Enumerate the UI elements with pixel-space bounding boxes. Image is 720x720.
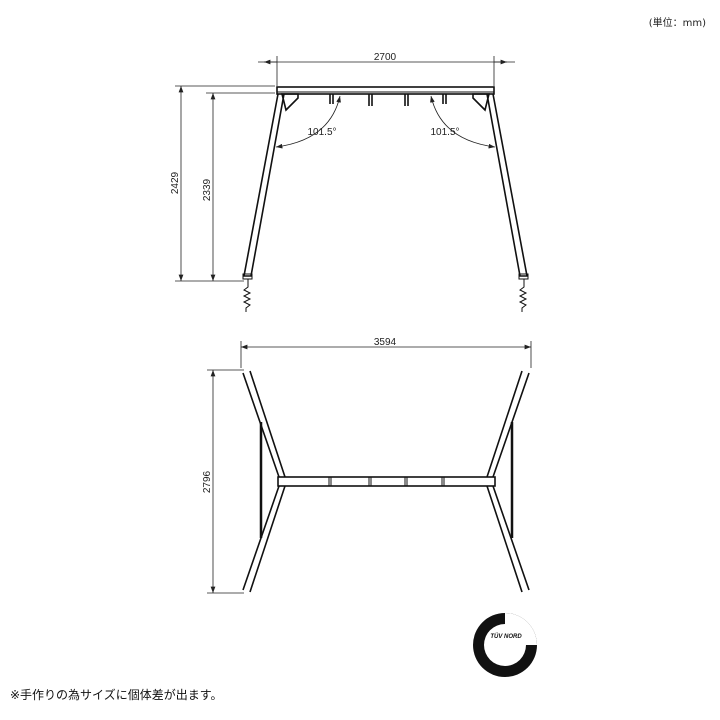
tuv-nord-logo: TÜV NORD bbox=[473, 613, 537, 677]
left-bracket bbox=[280, 93, 299, 112]
center-beam bbox=[277, 476, 496, 487]
leg-front-right bbox=[486, 370, 530, 478]
width-dimension-label: 2700 bbox=[374, 52, 397, 63]
depth-dimension-label: 2796 bbox=[202, 470, 213, 493]
height-outer-dimension-label: 2429 bbox=[170, 171, 181, 194]
swing-hooks bbox=[329, 94, 447, 106]
right-angle-label: 101.5° bbox=[430, 127, 459, 138]
front-view: 2700 2429 2339 101.5° 101.5° bbox=[170, 52, 529, 312]
height-inner-dimension-label: 2339 bbox=[202, 178, 213, 201]
leg-back-right bbox=[486, 485, 530, 593]
left-angle-arc bbox=[275, 95, 341, 149]
top-beam bbox=[276, 86, 495, 95]
svg-text:TÜV NORD: TÜV NORD bbox=[490, 633, 522, 640]
right-angle-arc bbox=[430, 95, 496, 149]
left-ground-anchor bbox=[242, 279, 252, 312]
top-view: 3594 2796 bbox=[202, 337, 532, 594]
unit-label: (単位：mm) bbox=[648, 18, 706, 29]
right-ground-anchor bbox=[518, 279, 528, 312]
right-bracket bbox=[472, 93, 491, 112]
leg-front-left bbox=[242, 370, 286, 478]
footnote: ※手作りの為サイズに個体差が出ます。 bbox=[10, 688, 223, 702]
left-leg bbox=[243, 93, 285, 277]
left-angle-label: 101.5° bbox=[307, 127, 336, 138]
top-width-dimension-label: 3594 bbox=[374, 337, 397, 348]
right-leg bbox=[486, 93, 528, 277]
leg-back-left bbox=[242, 485, 286, 593]
